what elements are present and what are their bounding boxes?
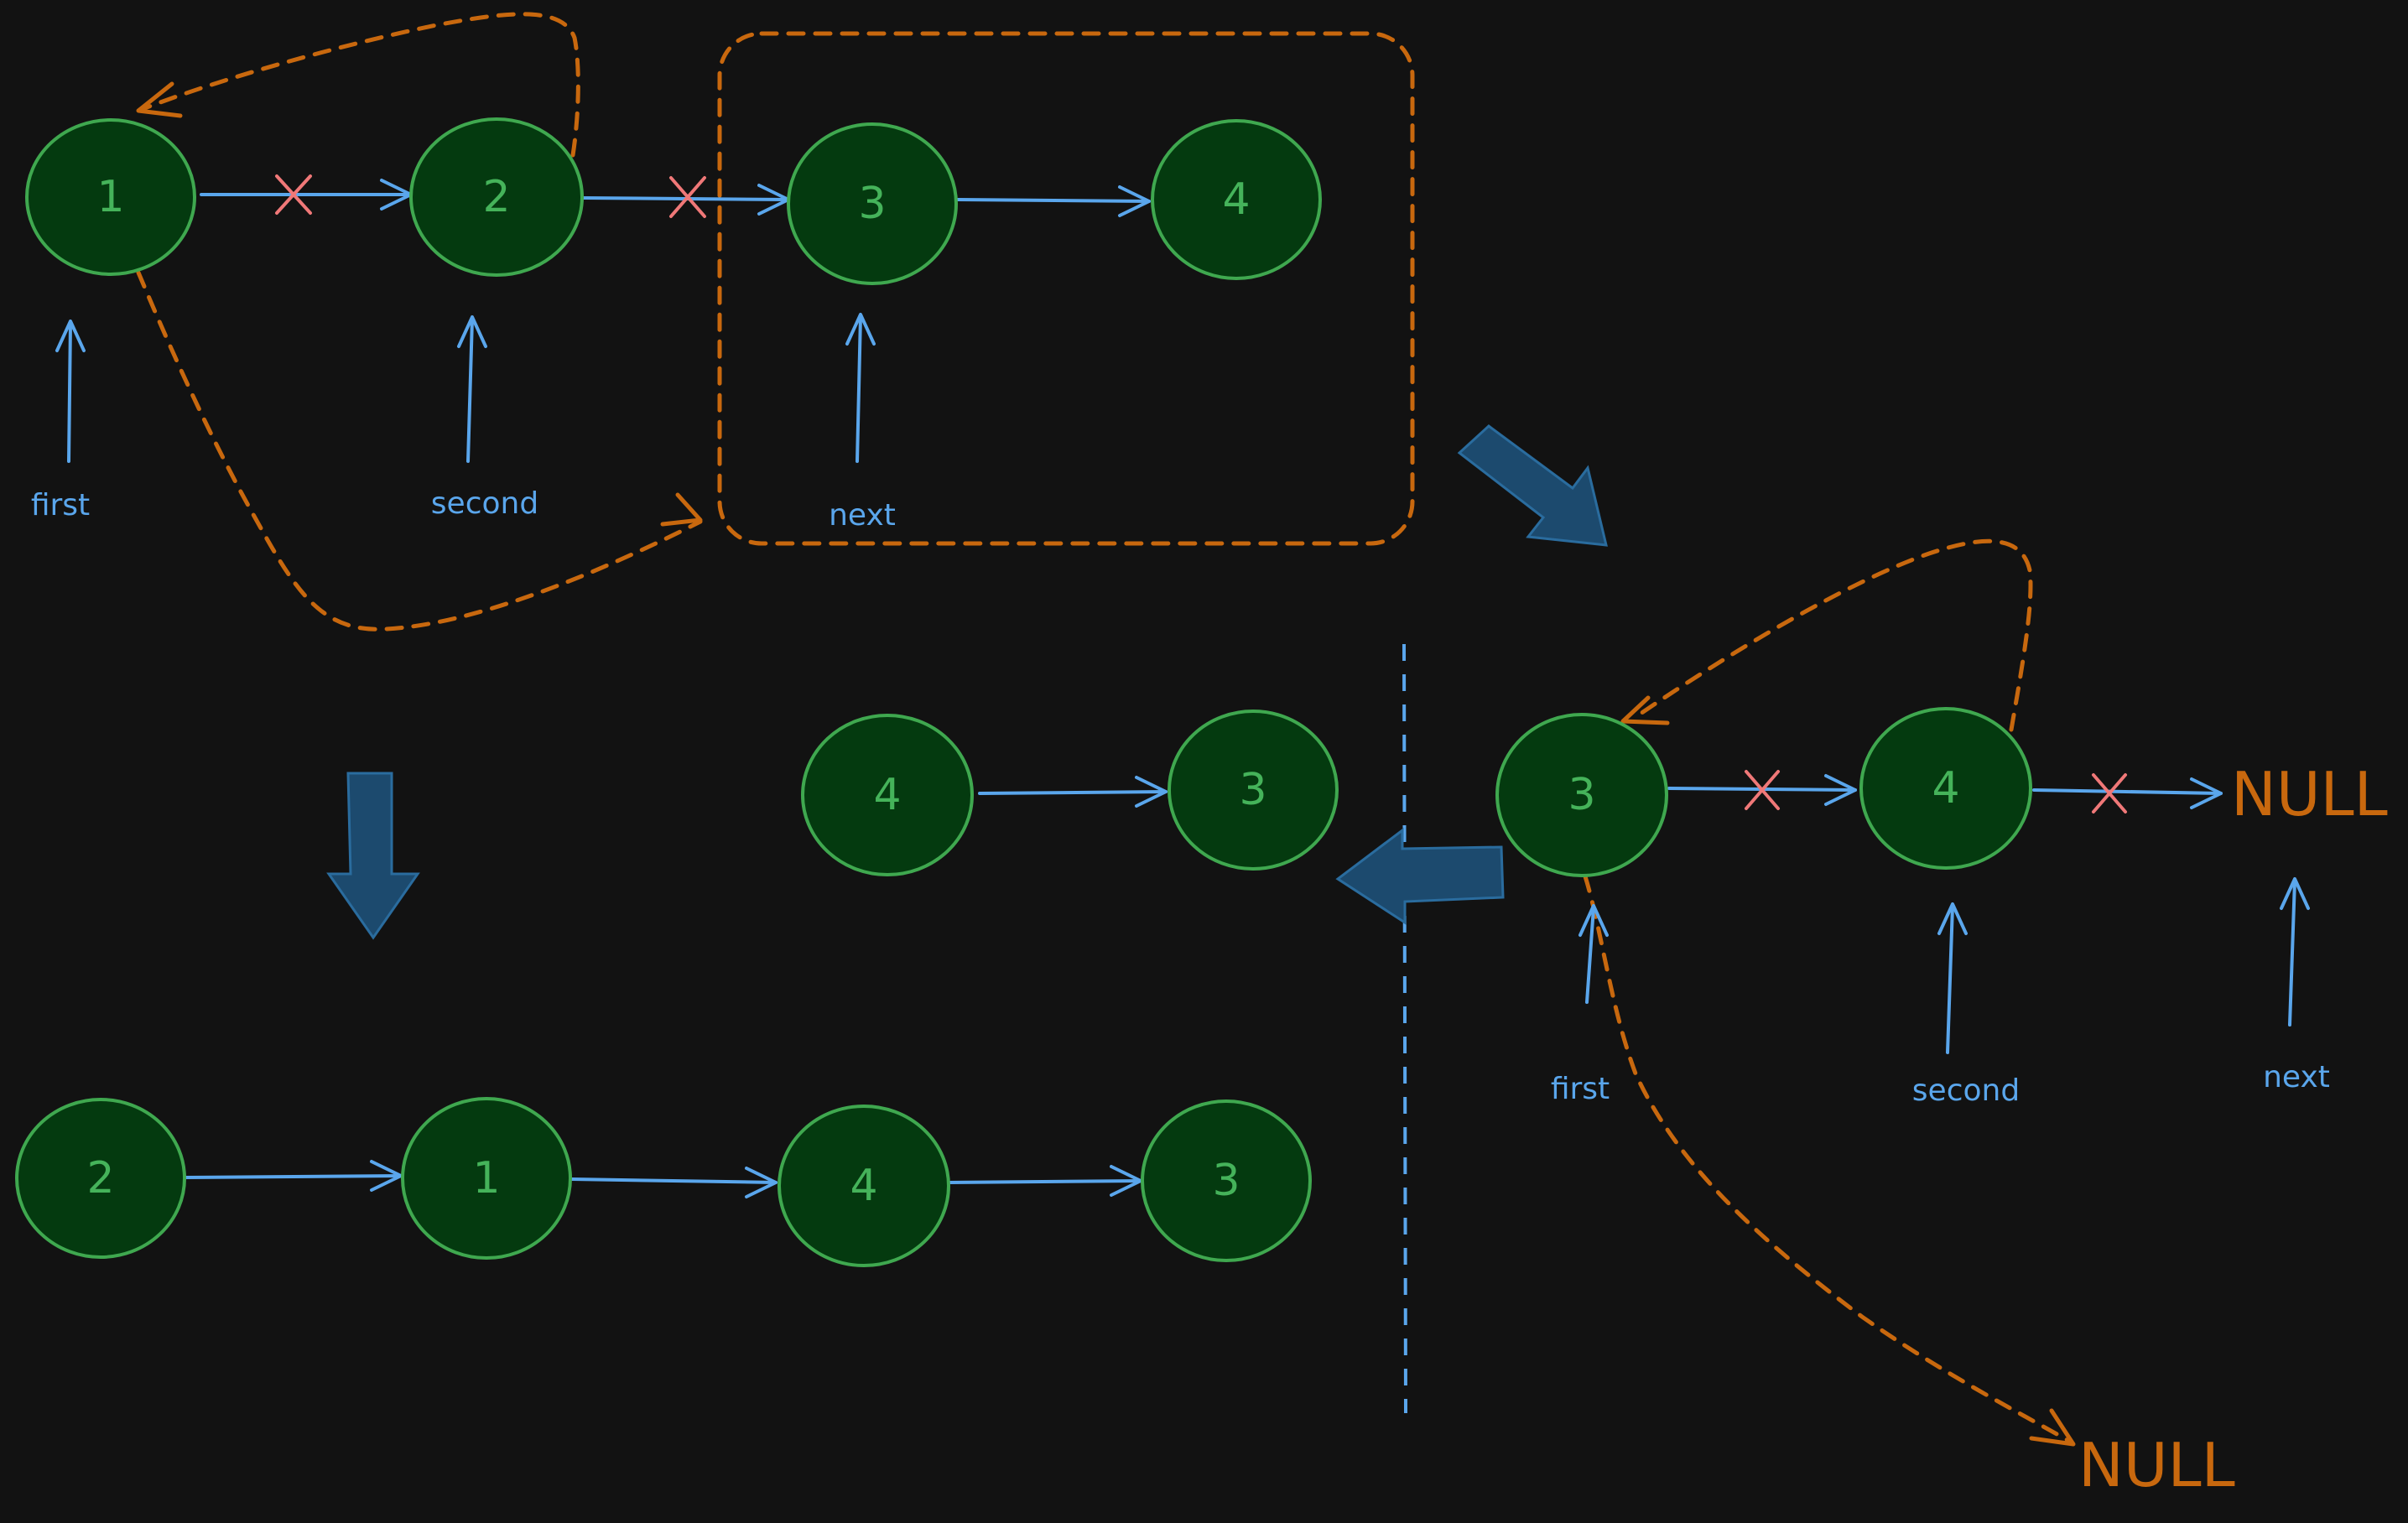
panel-bottom: 2 1 4 3 <box>15 1097 1312 1267</box>
panel-top: 1 2 3 4 first second next <box>25 12 1415 632</box>
pointer-arrowhead-first <box>55 320 86 352</box>
pointer-arrow-first-right <box>1585 906 1595 1004</box>
arrowhead-rewire-1-to-rest <box>660 492 703 527</box>
pointer-arrowhead-second <box>457 315 487 348</box>
node-value: 3 <box>1239 765 1266 815</box>
link-4-to-3-result <box>948 1179 1142 1184</box>
remaining-list-box <box>717 31 1415 546</box>
arrowhead-rewire-4-to-3 <box>1620 695 1670 725</box>
link-1-to-4-result <box>570 1177 778 1184</box>
node-4-middle: 4 <box>801 714 974 876</box>
arrowhead-3-to-4 <box>1118 185 1151 217</box>
pointer-label-next: next <box>829 498 896 533</box>
cross-2-to-3 <box>669 176 706 218</box>
rewire-3-to-null <box>1583 874 2074 1445</box>
node-1-result: 1 <box>401 1097 572 1260</box>
pointer-arrow-next <box>856 314 862 463</box>
pointer-arrow-first <box>67 321 72 463</box>
link-2-to-1-result <box>185 1174 403 1179</box>
node-value: 2 <box>482 172 510 222</box>
node-1: 1 <box>25 118 196 276</box>
pointer-label-second: second <box>431 486 538 521</box>
node-value: 2 <box>86 1153 114 1203</box>
link-4-to-3-middle <box>978 790 1168 795</box>
panel-middle: 4 3 <box>801 710 1339 876</box>
link-4-to-null <box>2032 788 2223 795</box>
node-3: 3 <box>787 122 958 285</box>
node-value: 1 <box>96 172 124 222</box>
arrowhead-1-to-4-result <box>745 1167 778 1198</box>
pointer-label-first-right: first <box>1551 1072 1610 1106</box>
cross-1-to-2 <box>275 174 312 215</box>
null-label-bottom: NULL <box>2078 1430 2235 1500</box>
node-4-right: 4 <box>1859 707 2032 870</box>
node-2-result: 2 <box>15 1098 186 1259</box>
pointer-label-next-right: next <box>2263 1060 2330 1094</box>
pointer-arrowhead-next-right <box>2280 877 2310 910</box>
arrowhead-2-to-1-result <box>370 1160 403 1192</box>
pointer-arrowhead-next <box>845 313 876 346</box>
node-value: 3 <box>858 179 886 229</box>
rewire-4-to-3 <box>1633 538 2033 732</box>
pointer-label-first: first <box>31 488 90 522</box>
node-value: 4 <box>1222 174 1250 225</box>
arrowhead-3-to-4-right <box>1824 774 1857 806</box>
node-3-middle: 3 <box>1168 710 1339 871</box>
panel-divider <box>1402 643 1407 1414</box>
arrowhead-rewire-3-to-null <box>2029 1408 2076 1447</box>
pointer-label-second-right: second <box>1912 1073 2020 1108</box>
node-4: 4 <box>1151 119 1322 280</box>
node-3-result: 3 <box>1141 1099 1312 1262</box>
node-value: 4 <box>1932 763 1959 813</box>
pointer-arrow-second-right <box>1946 904 1954 1054</box>
node-3-right: 3 <box>1495 713 1668 877</box>
cross-4-to-null <box>2092 773 2127 813</box>
pointer-arrowhead-second-right <box>1937 902 1968 935</box>
flow-arrow-down-right <box>1457 424 1608 547</box>
node-value: 3 <box>1568 770 1595 820</box>
node-value: 3 <box>1212 1156 1240 1206</box>
arrowhead-4-to-null <box>2190 777 2223 809</box>
node-value: 1 <box>472 1153 500 1203</box>
node-value: 4 <box>873 770 901 820</box>
cross-3-to-4-right <box>1745 770 1780 810</box>
null-label-right: NULL <box>2231 759 2388 829</box>
flow-arrow-left <box>1335 827 1505 925</box>
pointer-arrowhead-first-right <box>1578 904 1609 937</box>
node-4-result: 4 <box>778 1105 950 1267</box>
rewire-1-to-rest <box>136 270 703 632</box>
rewire-2-to-1 <box>140 12 580 158</box>
panel-right: 3 4 NULL NULL first second next <box>1495 538 2388 1500</box>
link-3-to-4 <box>956 198 1151 203</box>
pointer-arrow-second <box>466 317 474 463</box>
flow-arrow-down <box>326 772 420 940</box>
node-value: 4 <box>850 1161 877 1211</box>
arrowhead-rewire-2-to-1 <box>136 81 183 118</box>
pointer-arrow-next-right <box>2288 879 2296 1027</box>
arrowhead-4-to-3-middle <box>1135 776 1168 808</box>
node-2: 2 <box>409 117 584 277</box>
